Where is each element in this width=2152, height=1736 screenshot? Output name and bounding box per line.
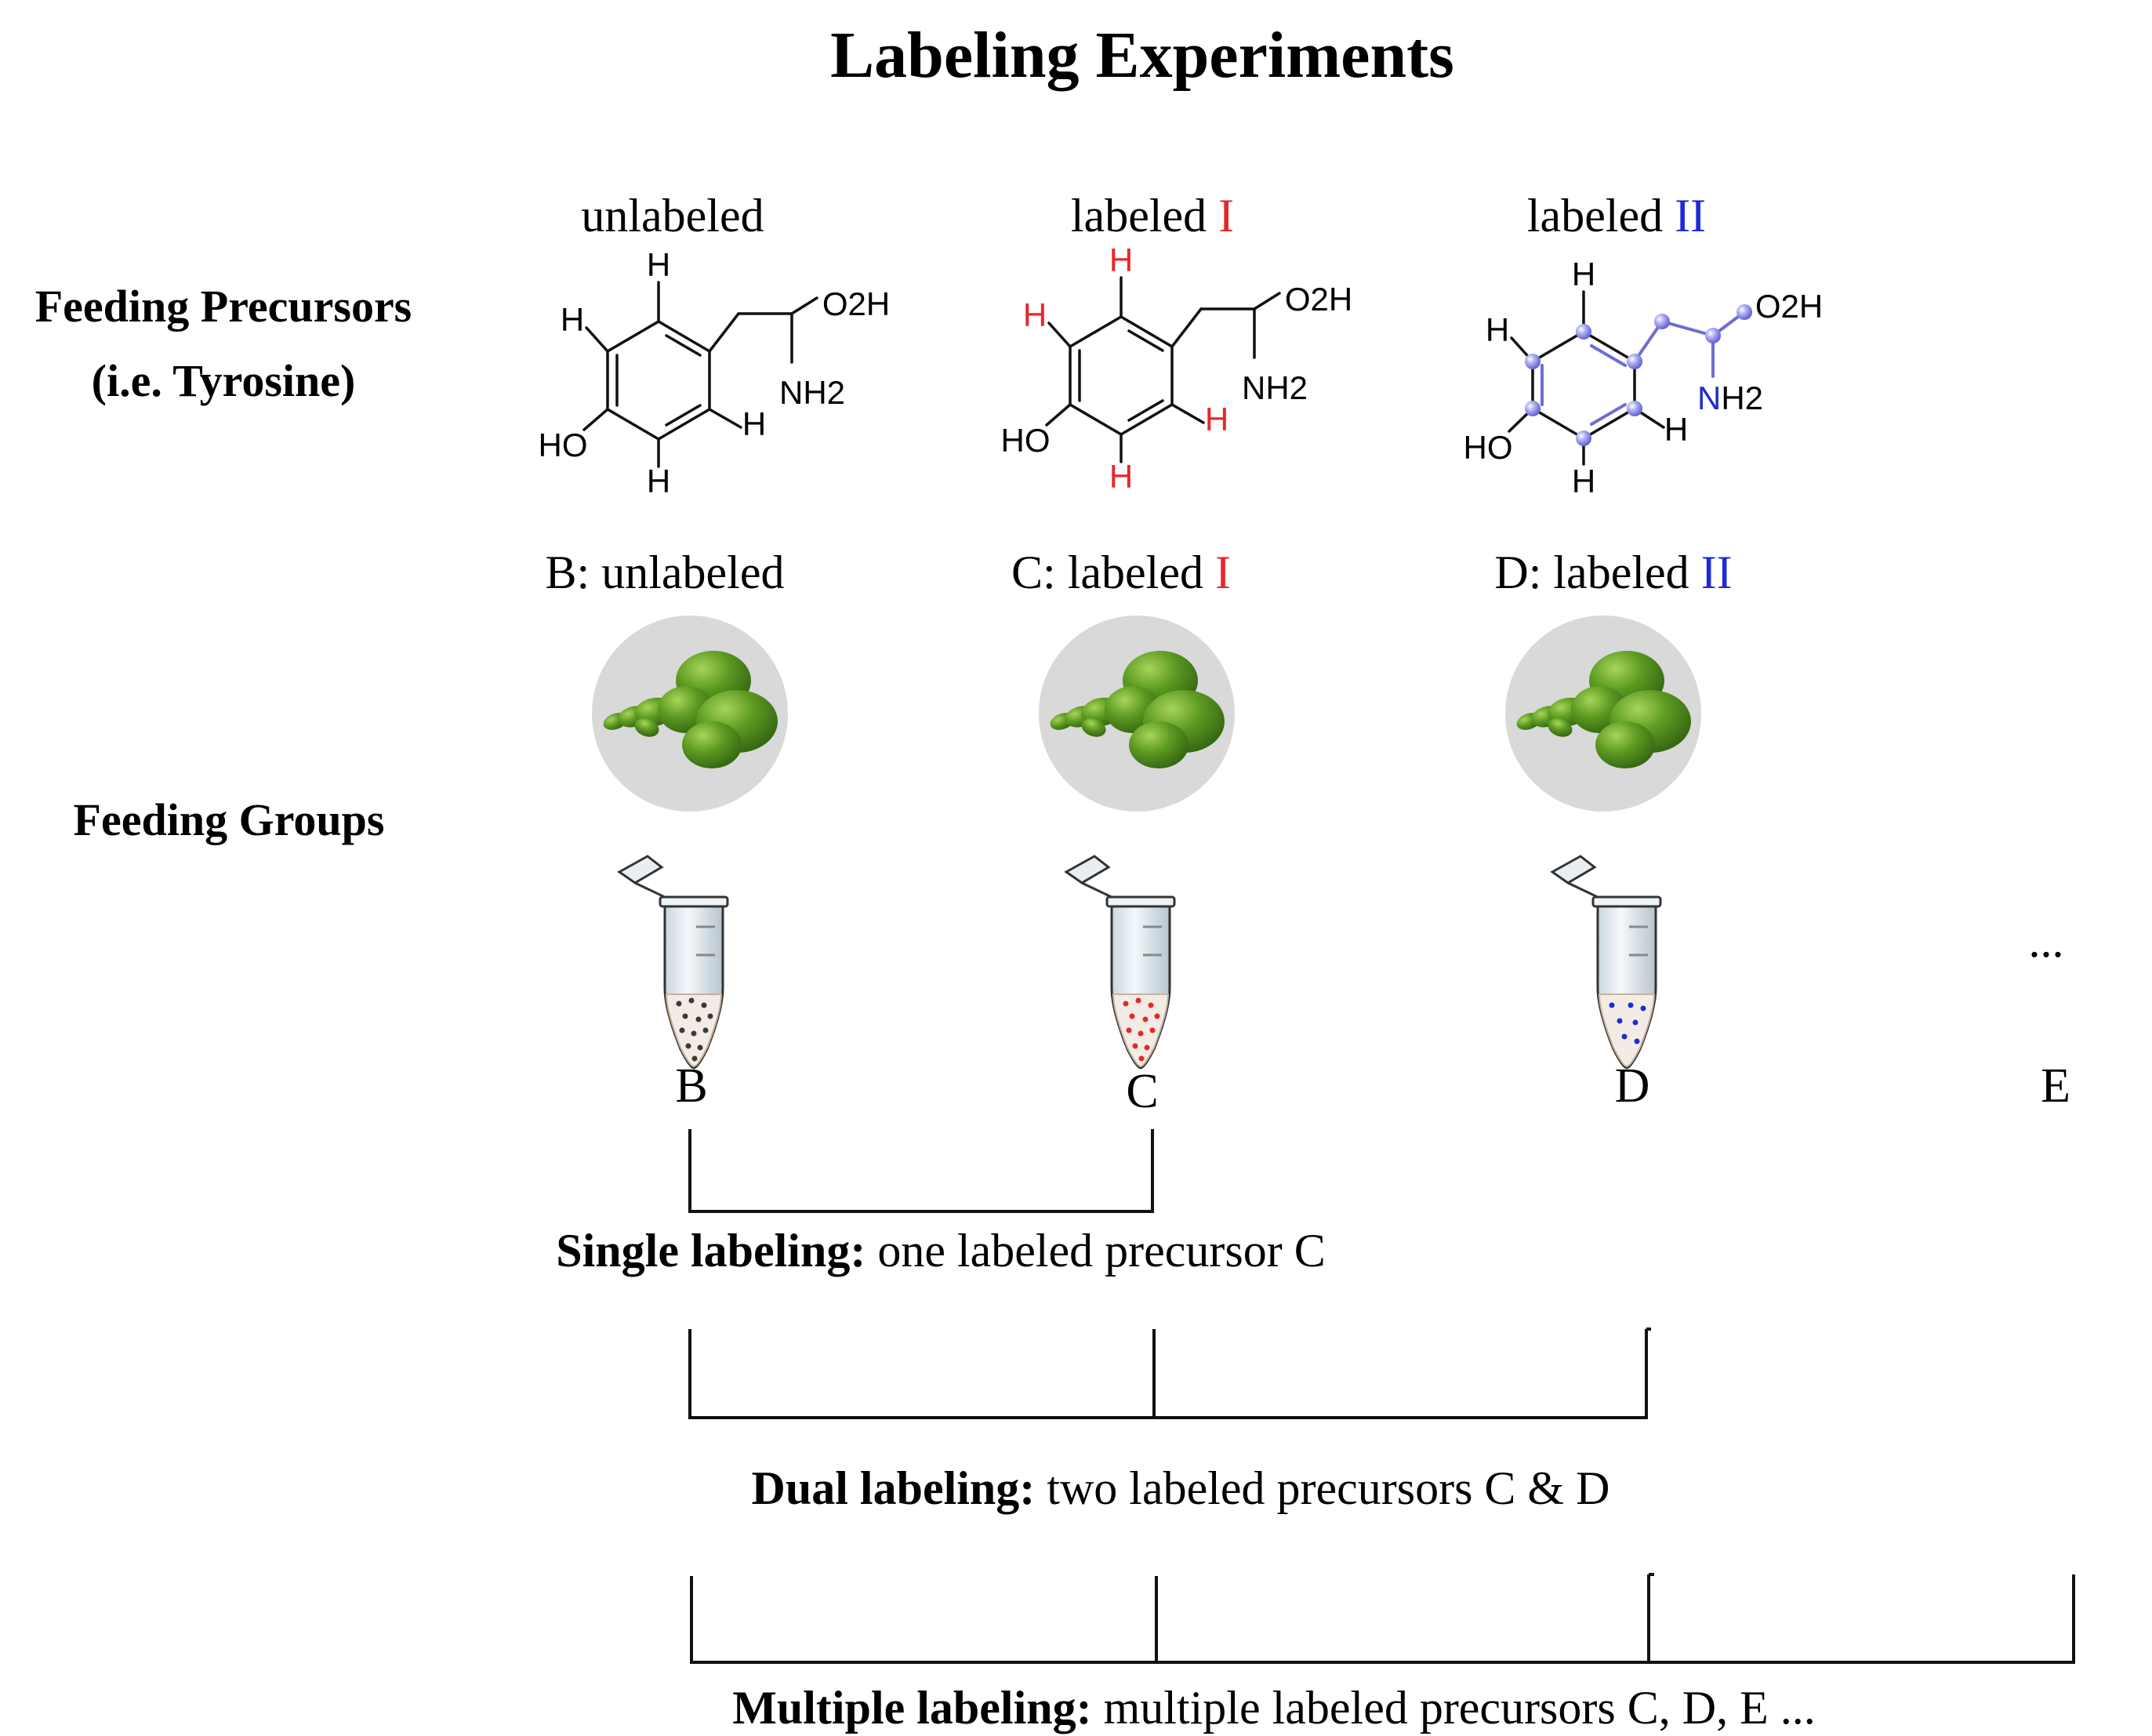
dual-labeling-caption: Dual labeling: two labeled precursors C … [752,1462,1610,1514]
svg-text:H: H [1572,256,1595,292]
svg-text:H: H [1205,401,1228,438]
group-label-D: D: labeled II [1494,547,1732,598]
group-label-B: B: unlabeled [546,547,785,598]
single-labeling-bracket [688,1129,1154,1213]
tube-D [1551,855,1662,1070]
svg-text:H: H [1572,463,1595,499]
svg-text:O2H: O2H [1285,281,1352,318]
tube-letter-E: E [2041,1059,2070,1113]
tube-B [618,855,729,1070]
group-label-C: C: labeled I [1011,547,1231,598]
svg-text:H: H [561,301,584,338]
tyrosine-molecule-labeled-II: H H H H HO O2H NH2 [1464,256,1824,499]
multiple-labeling-caption: Multiple labeling: multiple labeled prec… [732,1682,1815,1734]
svg-text:NH2: NH2 [1242,369,1308,406]
multiple-labeling-bracket [690,1573,2075,1664]
plant-dish-D [1505,616,1701,812]
svg-text:O2H: O2H [822,285,890,322]
svg-text:HO: HO [539,427,588,463]
feeding-groups-label: Feeding Groups [74,794,385,845]
svg-text:H: H [1109,458,1133,495]
svg-text:H: H [1023,296,1047,333]
plant-dish-B [592,616,788,812]
tube-letter-C: C [1126,1065,1158,1118]
plant-dish-C [1039,616,1235,812]
svg-text:NH2: NH2 [1697,380,1763,416]
precursor-header-labeled-II: labeled II [1527,190,1706,242]
tyrosine-molecule-unlabeled: H H H H HO O2H NH2 [539,246,891,499]
single-labeling-caption: Single labeling: one labeled precursor C [556,1225,1326,1277]
svg-text:NH2: NH2 [779,374,845,411]
svg-text:H: H [1486,311,1509,348]
precursor-header-labeled-I: labeled I [1071,190,1234,242]
svg-text:H: H [742,405,766,442]
tyrosine-molecule-labeled-I: H H H H HO O2H NH2 [1001,242,1353,495]
svg-text:H: H [1109,242,1133,278]
tube-letter-B: B [675,1059,707,1113]
svg-text:H: H [647,463,670,499]
svg-text:HO: HO [1001,422,1051,459]
svg-text:HO: HO [1464,429,1513,466]
dual-labeling-bracket [688,1327,1651,1419]
svg-text:H: H [647,246,670,283]
precursor-header-unlabeled: unlabeled [581,190,764,242]
tube-C [1065,855,1176,1070]
tube-letter-D: D [1615,1059,1650,1113]
diagram-title: Labeling Experiments [830,19,1454,92]
feeding-precursors-label: Feeding Precursors [35,281,412,332]
feeding-precursors-sublabel: (i.e. Tyrosine) [92,355,356,406]
svg-text:H: H [1664,411,1688,448]
svg-text:O2H: O2H [1755,288,1823,325]
more-groups-ellipsis: ... [2029,915,2064,967]
